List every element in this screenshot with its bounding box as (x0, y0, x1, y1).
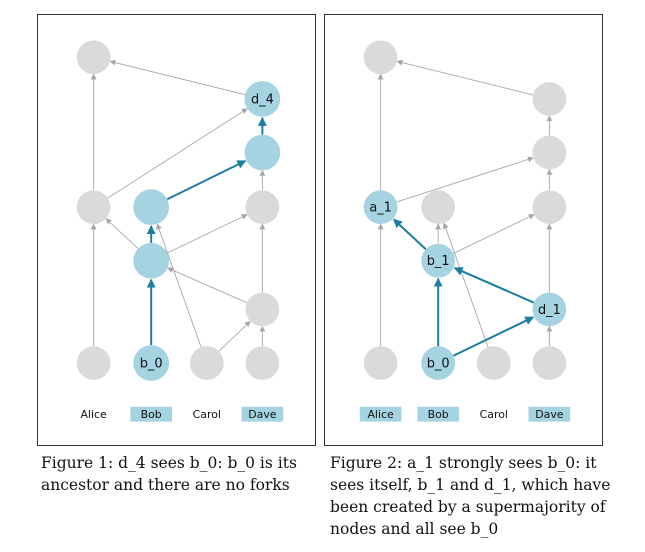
edge-d4-to-a2 (396, 59, 534, 96)
member-label-bob: Bob (428, 408, 449, 421)
node-d0 (245, 346, 280, 380)
edge-d1-to-b1 (167, 267, 248, 304)
node-b0 (133, 345, 170, 381)
node-a0 (76, 346, 111, 380)
node-label-a1: a_1 (369, 201, 392, 216)
node-b2 (133, 189, 170, 226)
member-label-dave: Dave (535, 408, 564, 421)
figure-1-caption: Figure 1: d_4 sees b_0: b_0 is its ances… (41, 454, 297, 494)
edge-a1-to-d4 (107, 108, 248, 199)
node-d2 (532, 190, 567, 225)
edge-a1-to-d3 (396, 156, 534, 203)
member-label-carol: Carol (193, 408, 221, 421)
edge-b1-to-a1 (105, 218, 139, 249)
node-label-b1: b_1 (427, 254, 450, 269)
node-label-d1: d_1 (538, 303, 561, 318)
member-label-bg-bob (130, 406, 173, 422)
node-d4 (244, 81, 281, 117)
node-a2 (76, 40, 111, 75)
edge-d1-to-b1 (453, 267, 535, 304)
node-d4 (532, 82, 567, 116)
member-label-bg-dave (528, 406, 571, 422)
node-a2 (363, 40, 398, 75)
member-label-alice: Alice (80, 408, 107, 421)
node-a1 (76, 190, 111, 225)
node-a1 (363, 190, 398, 225)
member-label-alice: Alice (367, 408, 394, 421)
node-b2 (421, 190, 456, 225)
node-b1 (421, 243, 456, 278)
edge-b1-to-d2 (453, 214, 535, 254)
node-b1 (133, 242, 170, 279)
node-c0 (189, 346, 224, 380)
edge-b1-to-d2 (167, 214, 248, 254)
edge-b2-to-d3 (166, 159, 247, 201)
edge-c0-to-b2 (442, 222, 489, 348)
member-label-carol: Carol (480, 408, 508, 421)
edge-b1-to-a1 (393, 218, 427, 251)
member-label-dave: Dave (248, 408, 277, 421)
node-b0 (421, 346, 456, 380)
node-d0 (532, 346, 567, 380)
member-label-bg-alice (359, 406, 402, 422)
member-label-bg-bob (417, 406, 460, 422)
node-d3 (532, 135, 567, 170)
node-label-b0: b_0 (427, 357, 450, 372)
edge-c0-to-b2 (156, 223, 202, 348)
node-d3 (244, 134, 281, 171)
edge-c0-to-d1 (218, 320, 251, 352)
node-label-b0: b_0 (140, 357, 163, 372)
member-label-bg-dave (241, 406, 284, 422)
figure-2-caption: Figure 2: a_1 strongly sees b_0: it sees… (330, 454, 611, 538)
node-c0 (476, 346, 511, 380)
edge-b0-to-d1 (452, 316, 535, 357)
node-d2 (245, 190, 280, 225)
node-label-d4: d_4 (251, 92, 274, 107)
node-a0 (363, 346, 398, 380)
node-d1 (245, 292, 280, 327)
member-label-bob: Bob (141, 408, 162, 421)
edge-d4-to-a2 (109, 59, 246, 96)
node-d1 (532, 292, 567, 327)
